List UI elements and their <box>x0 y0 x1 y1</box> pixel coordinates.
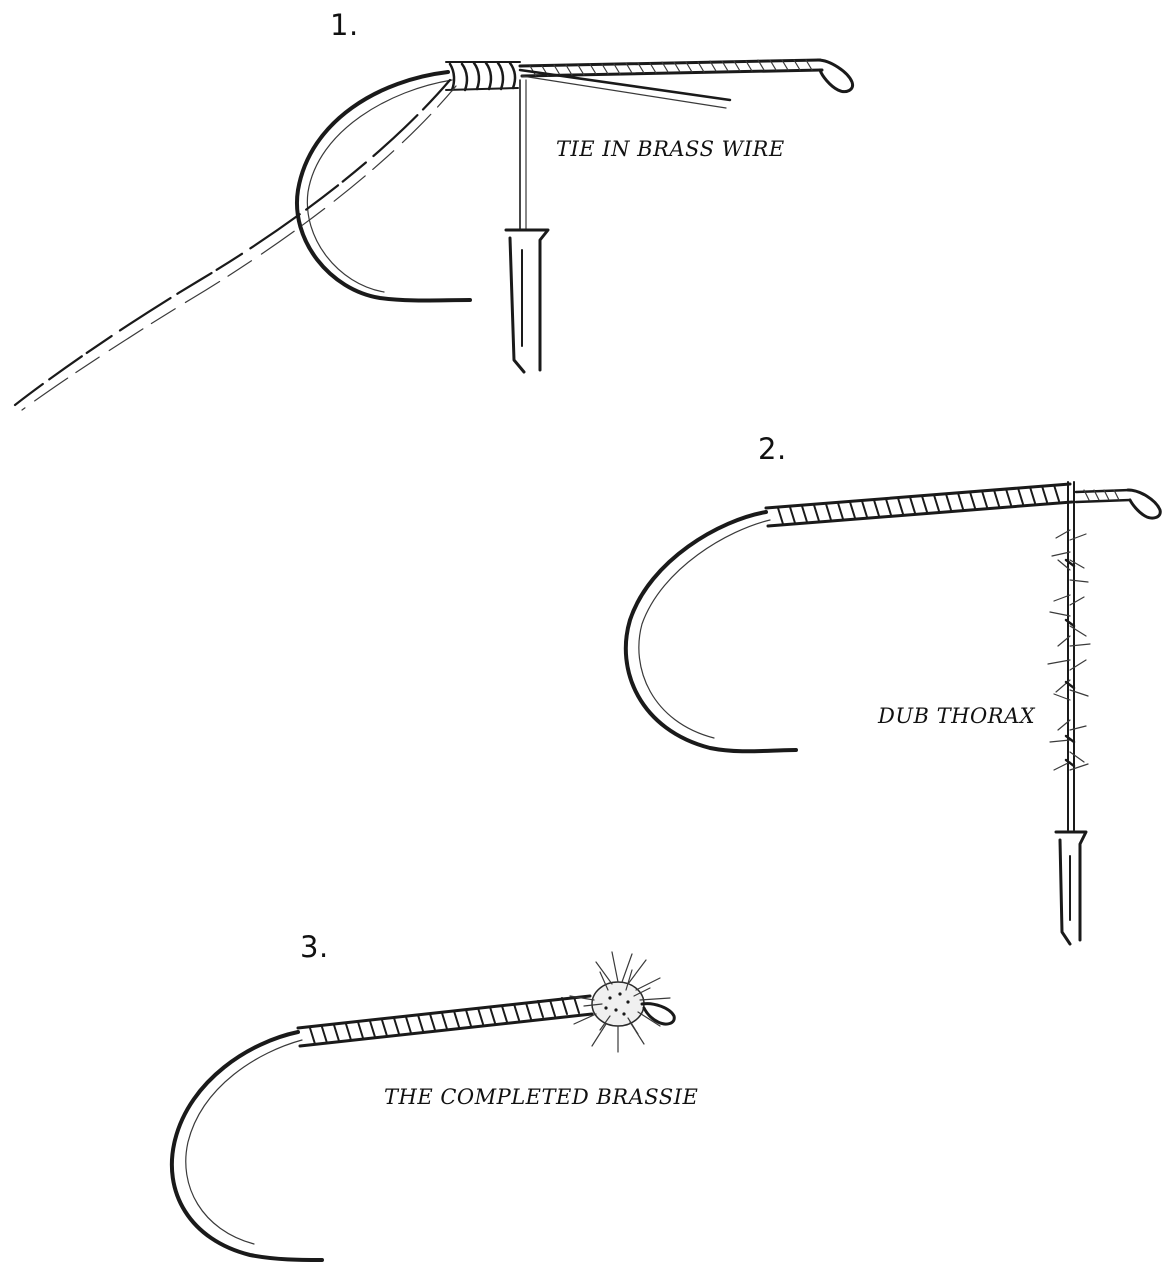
hook-with-tied-wire-icon <box>0 0 880 420</box>
step-1-panel: 1. <box>0 0 880 420</box>
step-2-caption: DUB THORAX <box>878 704 1035 728</box>
step-2-panel: 2. DUB THORAX <box>600 420 1164 960</box>
step-3-panel: 3. THE COMPLETED BRASSIE <box>150 920 750 1265</box>
step-3-caption: THE COMPLETED BRASSIE <box>384 1085 698 1109</box>
hook-with-dubbing-loop-icon <box>600 420 1164 960</box>
step-1-caption: TIE IN BRASS WIRE <box>556 137 785 161</box>
